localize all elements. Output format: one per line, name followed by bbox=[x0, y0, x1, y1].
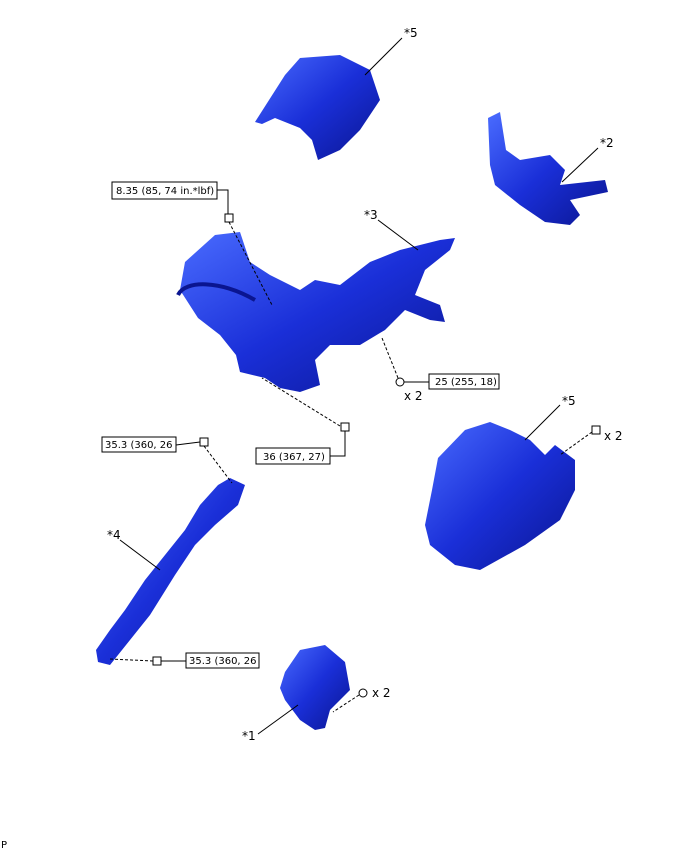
bolt-icon bbox=[224, 213, 234, 223]
bolt-icon bbox=[152, 656, 162, 666]
upper-column-cover-part bbox=[255, 55, 380, 160]
callout-label: *4 bbox=[107, 528, 121, 542]
steering-column-part bbox=[180, 232, 455, 392]
callout-label: *3 bbox=[364, 208, 378, 222]
torque-box bbox=[111, 181, 218, 200]
fastener-icons bbox=[152, 213, 601, 698]
nut-icon bbox=[395, 377, 405, 387]
torque-spec: 35.3 (360, 26 bbox=[189, 656, 257, 667]
footer-mark: P bbox=[1, 840, 8, 851]
callout-label: *1 bbox=[242, 729, 256, 743]
lower-column-cover-part bbox=[425, 422, 575, 570]
leader-lines bbox=[119, 37, 599, 735]
quantity-label: x 2 bbox=[372, 686, 391, 700]
torque-spec: 25 (255, 18) bbox=[435, 377, 497, 388]
torque-box bbox=[185, 652, 260, 669]
quantity-label: x 2 bbox=[604, 429, 623, 443]
callout-label: *2 bbox=[600, 136, 614, 150]
column-hole-cover-part bbox=[280, 645, 350, 730]
intermediate-shaft-part bbox=[96, 478, 245, 665]
quantity-label: x 2 bbox=[404, 389, 423, 403]
screw-icon bbox=[591, 425, 601, 435]
torque-spec: 8.35 (85, 74 in.*lbf) bbox=[116, 186, 214, 197]
torque-box bbox=[428, 373, 500, 390]
clip-icon bbox=[358, 688, 368, 698]
combination-switch-part bbox=[488, 112, 608, 225]
callout-label: *5 bbox=[562, 394, 576, 408]
torque-box bbox=[101, 436, 177, 453]
callout-label: *5 bbox=[404, 26, 418, 40]
bolt-icon bbox=[199, 437, 209, 447]
torque-box bbox=[255, 447, 331, 465]
torque-spec: 36 (367, 27) bbox=[263, 452, 325, 463]
guide-lines bbox=[109, 221, 593, 713]
wire-harness bbox=[176, 282, 256, 302]
bolt-icon bbox=[340, 422, 350, 432]
torque-spec: 35.3 (360, 26 bbox=[105, 440, 173, 451]
